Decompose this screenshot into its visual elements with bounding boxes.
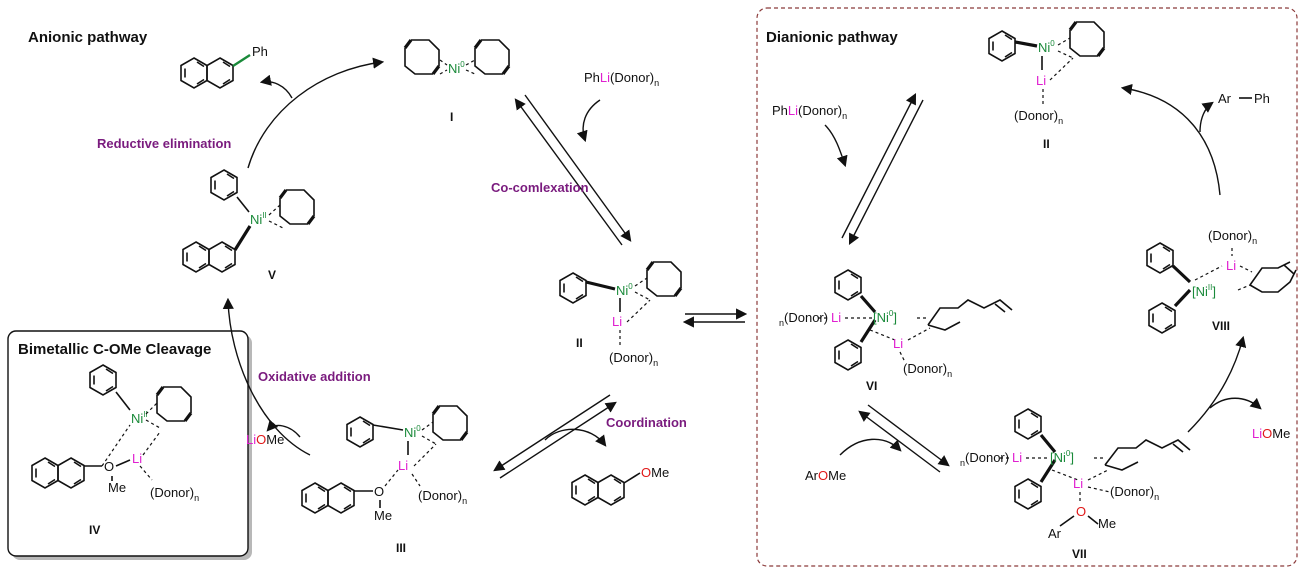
arrow-II-to-I (514, 98, 623, 246)
arrow-VII-to-VI (858, 410, 941, 473)
species-I-structure: Ni0 (403, 38, 511, 76)
svg-text:Ni0: Ni0 (1038, 39, 1055, 55)
species-VII-structure: n(Donor) Li [Ni0] Li (Donor)n O Ar Me (960, 408, 1191, 541)
label-II-right: II (1043, 137, 1050, 151)
label-I: I (450, 110, 453, 124)
svg-text:O: O (104, 459, 114, 474)
arrow-I-to-II (524, 94, 632, 242)
label-III: III (396, 541, 406, 555)
svg-text:Li: Li (831, 310, 841, 325)
arrow-liome-out-right (1209, 397, 1262, 410)
species-III-structure: Ni0 Li O Me (Donor)n (301, 404, 469, 523)
arrow-arome-dianionic (839, 438, 902, 456)
byproduct-liome-left: LiOMe (246, 432, 284, 447)
svg-text:O: O (1076, 504, 1086, 519)
arrow-II-right-to-VI (848, 99, 924, 245)
arrow-VI-to-VII (867, 404, 950, 467)
svg-text:(Donor)n: (Donor)n (1208, 228, 1257, 246)
svg-text:Li: Li (612, 314, 622, 329)
arrow-VII-to-VIII (1187, 335, 1247, 433)
svg-text:Li: Li (893, 336, 903, 351)
step-co-complexation: Co-comlexation (491, 180, 589, 195)
anionic-pathway-title: Anionic pathway (28, 29, 148, 46)
arrow-branch-product (259, 74, 293, 99)
svg-text:Li: Li (398, 458, 408, 473)
svg-text:n(Donor): n(Donor) (960, 450, 1009, 468)
product-phenylnaphthalene: Ph (180, 44, 268, 89)
label-IV: IV (89, 523, 100, 537)
species-VIII-structure: (Donor)n Li [NiII] (1146, 228, 1297, 334)
label-V: V (268, 268, 276, 282)
label-VII: VII (1072, 547, 1087, 561)
arrow-III-to-II (499, 401, 617, 479)
arrow-arome-in (544, 428, 607, 447)
reagent-arome: ArOMe (805, 468, 846, 483)
svg-text:Li: Li (1073, 476, 1083, 491)
reagent-phli-top: PhLi(Donor)n (584, 70, 659, 88)
step-oxidative-addition: Oxidative addition (258, 369, 371, 384)
dianionic-frame (756, 7, 1298, 567)
arrow-arph-out (1199, 101, 1214, 133)
svg-text:Ph: Ph (252, 44, 268, 59)
svg-text:Me: Me (1098, 516, 1116, 531)
bimetallic-title: Bimetallic C-OMe Cleavage (18, 341, 211, 358)
svg-text:(Donor)n: (Donor)n (1110, 484, 1159, 502)
species-IV-structure: NiII O Me Li (Donor)n (31, 364, 199, 503)
arrow-V-to-I (247, 57, 385, 169)
svg-text:Li: Li (132, 451, 142, 466)
label-VI: VI (866, 379, 877, 393)
svg-text:[Ni0]: [Ni0] (873, 309, 897, 325)
svg-text:NiII: NiII (131, 410, 148, 426)
svg-text:Li: Li (1226, 258, 1236, 273)
svg-text:(Donor)n: (Donor)n (1014, 108, 1063, 126)
arrow-phli-dianionic (824, 124, 848, 168)
svg-text:n(Donor): n(Donor) (779, 310, 828, 328)
svg-text:Li: Li (1036, 73, 1046, 88)
label-II-left: II (576, 336, 583, 350)
reagent-methoxynaphthalene: OMe (571, 465, 669, 506)
svg-text:(Donor)n: (Donor)n (150, 485, 199, 503)
svg-text:Ar: Ar (1048, 526, 1062, 541)
reagent-phli-dianionic: PhLi(Donor)n (772, 103, 847, 121)
bimetallic-box (7, 330, 249, 557)
svg-text:[Ni0]: [Ni0] (1050, 449, 1074, 465)
arrow-II-to-III (493, 394, 611, 472)
svg-text:Me: Me (374, 508, 392, 523)
svg-text:Ni0: Ni0 (616, 282, 633, 298)
svg-text:O: O (374, 484, 384, 499)
arrow-phli-in (576, 99, 601, 143)
arrow-liome-out (266, 419, 301, 438)
svg-text:Me: Me (108, 480, 126, 495)
svg-text:Li: Li (1012, 450, 1022, 465)
species-II-left-structure: Ni0 Li (Donor)n (559, 260, 683, 368)
dianionic-pathway-title: Dianionic pathway (766, 29, 898, 46)
svg-text:Ni0: Ni0 (404, 424, 421, 440)
species-VI-structure: Ni n(Donor) Li [Ni0] Li (Donor)n (779, 269, 1013, 379)
species-II-right-structure: Ni0 Li (Donor)n (988, 20, 1106, 126)
product-ar-ph: Ar (1218, 91, 1232, 106)
label-VIII: VIII (1212, 319, 1230, 333)
product-ar-ph-ph: Ph (1254, 91, 1270, 106)
byproduct-liome-right: LiOMe (1252, 426, 1290, 441)
species-V-structure: NiII (182, 169, 316, 273)
svg-text:(Donor)n: (Donor)n (609, 350, 658, 368)
svg-text:NiII: NiII (250, 211, 267, 227)
step-reductive-elimination: Reductive elimination (97, 136, 231, 151)
arrow-III-to-V (222, 297, 311, 456)
svg-text:Ni0: Ni0 (448, 60, 465, 76)
svg-text:(Donor)n: (Donor)n (903, 361, 952, 379)
svg-text:OMe: OMe (641, 465, 669, 480)
arrow-VI-to-II-right (841, 93, 917, 239)
svg-text:(Donor)n: (Donor)n (418, 488, 467, 506)
arrow-VIII-to-II (1120, 83, 1221, 196)
step-coordination: Coordination (606, 415, 687, 430)
svg-text:[NiII]: [NiII] (1192, 283, 1216, 299)
